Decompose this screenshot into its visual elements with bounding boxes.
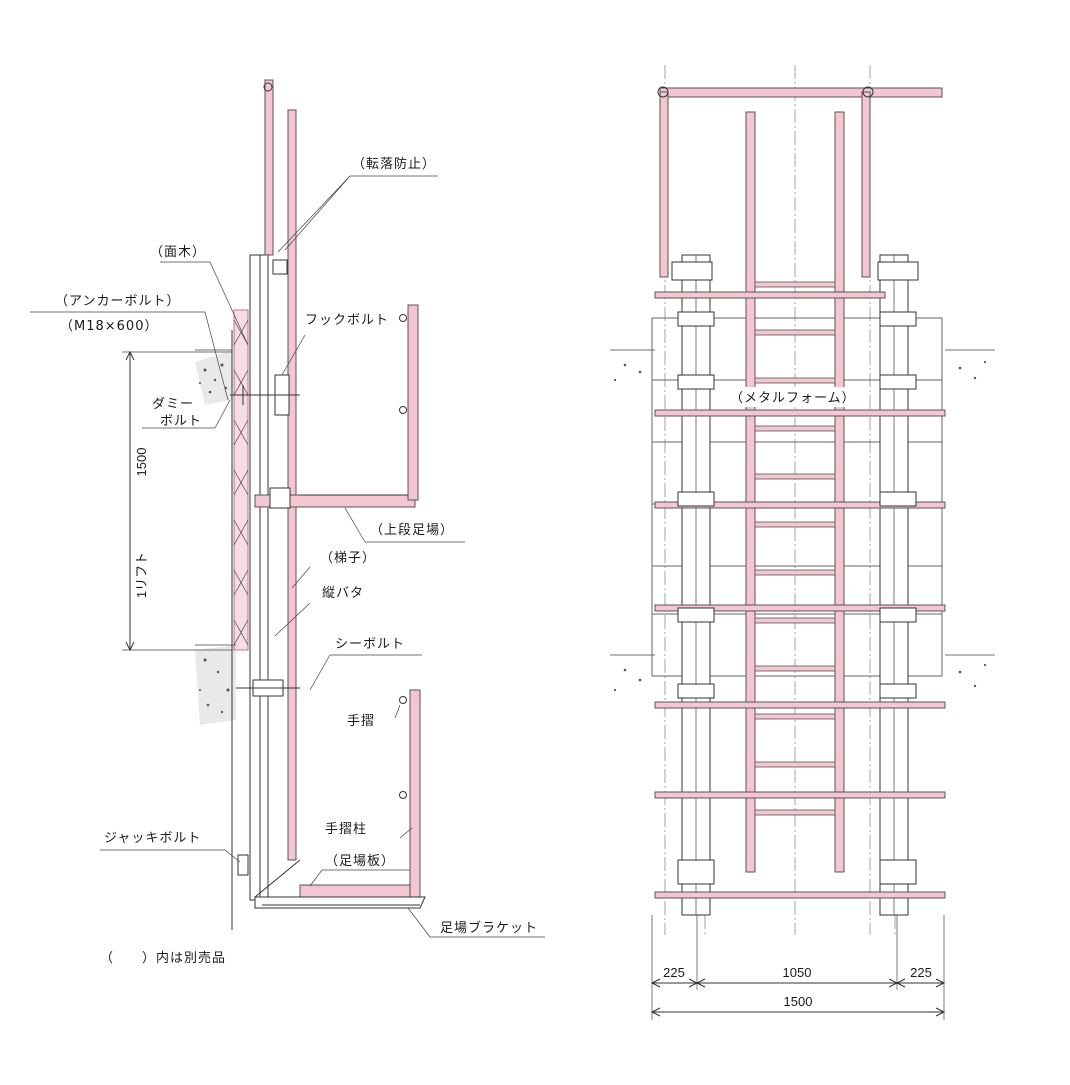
concrete-lift: [233, 309, 249, 651]
metal-form-side: [249, 254, 261, 901]
dim-1050: 1050: [783, 965, 812, 980]
side-elevation: 1500 1リフト: [30, 79, 545, 966]
bottom-dimensions: [650, 915, 946, 1020]
horizontal-bars: [654, 291, 946, 899]
upper-handrail-post: [407, 304, 419, 501]
fall-prevention-post-rear: [264, 79, 274, 256]
lift-label: 1リフト: [134, 552, 149, 598]
metal-form-label: （メタルフォーム）: [730, 391, 856, 406]
she-bolt-label: シーボルト: [335, 637, 405, 652]
lower-platform: [254, 689, 426, 909]
handrail-post: [409, 689, 421, 901]
chamfer-strip-label: （面木）: [150, 245, 206, 260]
sold-separately-note: （ ）内は別売品: [100, 950, 226, 966]
lift-dimension: [122, 350, 232, 652]
scaffold-bracket-label: 足場ブラケット: [440, 920, 538, 936]
waler-clamps: [671, 261, 919, 885]
scaffold-board-label: （足場板）: [325, 854, 395, 869]
jack-bolt-label: ジャッキボルト: [104, 831, 201, 846]
front-ground: [610, 349, 995, 692]
ladder-stringer-right: [834, 111, 845, 873]
anchor-bolt-label: （アンカーボルト）: [55, 294, 180, 309]
scaffold-board: [299, 884, 411, 898]
scaffold-bracket: [254, 896, 426, 909]
dim-225-right: 225: [910, 965, 932, 980]
dim-1500-total: 1500: [784, 994, 813, 1009]
ladder-post-side: [287, 109, 297, 861]
dim-1500-vertical: 1500: [134, 448, 149, 477]
upper-platform-label: （上段足場）: [370, 523, 454, 538]
top-fall-prevention: [657, 86, 943, 278]
upper-platform: [254, 304, 419, 509]
ladder-label: （梯子）: [320, 551, 376, 566]
ground-lower: [195, 645, 236, 725]
jack-bolt: [237, 854, 249, 876]
dummy-bolt-label-1: ダミー: [152, 397, 194, 412]
dim-225-left: 225: [663, 965, 685, 980]
ladder-rungs: [754, 281, 836, 816]
front-elevation: 225 1050 225 1500 （メタルフォーム）: [610, 65, 995, 1020]
anchor-bolt-size-label: （M18×600）: [60, 319, 158, 334]
handrail-label: 手摺: [347, 714, 375, 729]
ground-upper: [195, 350, 232, 405]
ladder-stringer-left: [745, 111, 756, 873]
dummy-bolt-label-2: ボルト: [160, 414, 202, 429]
fall-prevention-label: （転落防止）: [352, 156, 436, 172]
vertical-waler-label: 縦バタ: [322, 586, 364, 601]
handrail-post-label: 手摺柱: [325, 822, 367, 837]
leader-lines: [30, 175, 545, 938]
hook-bolt-label: フックボルト: [305, 313, 389, 328]
